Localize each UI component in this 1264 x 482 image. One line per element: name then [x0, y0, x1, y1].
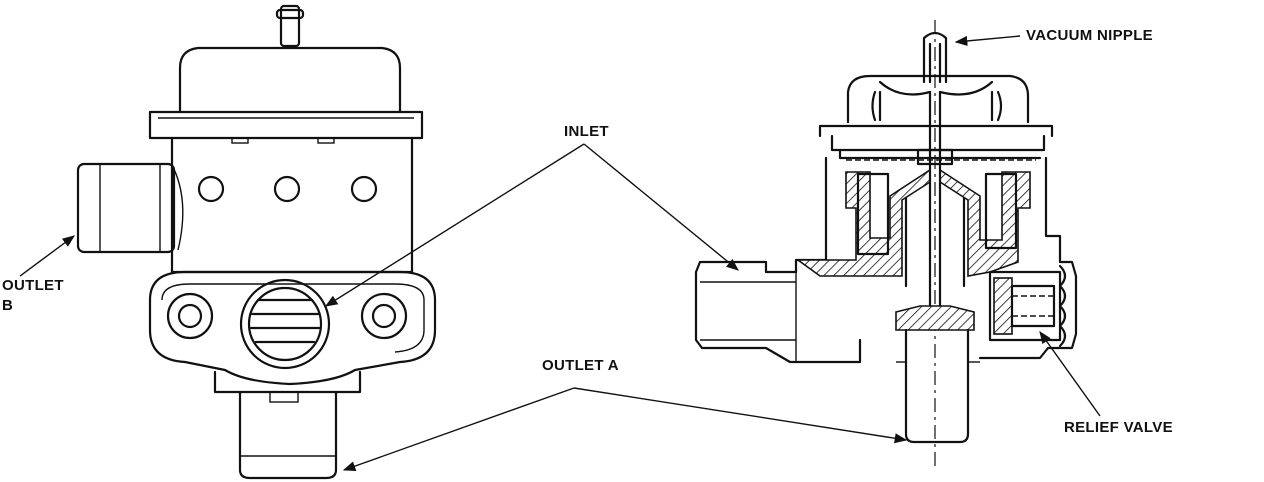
leader-lines	[19, 35, 1101, 471]
label-relief-valve: RELIEF VALVE	[1064, 419, 1173, 436]
exterior-body	[170, 136, 414, 274]
leader-inlet-left	[324, 143, 585, 307]
section-valve-stem	[928, 90, 942, 308]
exterior-mounting-plate	[148, 270, 437, 386]
label-inlet: INLET	[564, 123, 609, 140]
label-vacuum-nipple: VACUUM NIPPLE	[1026, 27, 1153, 44]
section-valve-seat	[895, 305, 975, 331]
leader-vacuum-nipple	[954, 35, 1021, 46]
leader-relief-valve	[1039, 330, 1101, 417]
exterior-diaphragm-cap	[178, 46, 402, 114]
label-outlet-b-line2: B	[2, 297, 13, 314]
leader-outlet-a-right	[573, 387, 908, 444]
section-casting-left	[795, 168, 931, 277]
exterior-flange	[148, 110, 424, 140]
leader-inlet-right	[583, 143, 739, 271]
section-diaphragm-housing	[846, 74, 1030, 124]
exterior-outlet-a-tube	[238, 390, 338, 480]
section-right-chamber	[984, 172, 1018, 250]
section-left-chamber	[856, 172, 890, 256]
exterior-outlet-b-tube	[76, 162, 176, 254]
leader-outlet-a-left	[342, 387, 575, 471]
exterior-inlet-port	[239, 278, 331, 370]
exterior-vacuum-nipple	[275, 4, 305, 48]
cross-section-view	[694, 20, 1078, 470]
exterior-view	[76, 4, 437, 480]
section-relief-valve	[988, 264, 1067, 348]
leader-outlet-b	[19, 235, 76, 277]
label-outlet-a: OUTLET A	[542, 357, 619, 374]
section-outlet-a-tube	[896, 328, 980, 444]
section-casting-right	[939, 168, 1031, 277]
label-outlet-b-line1: OUTLET	[2, 277, 64, 294]
